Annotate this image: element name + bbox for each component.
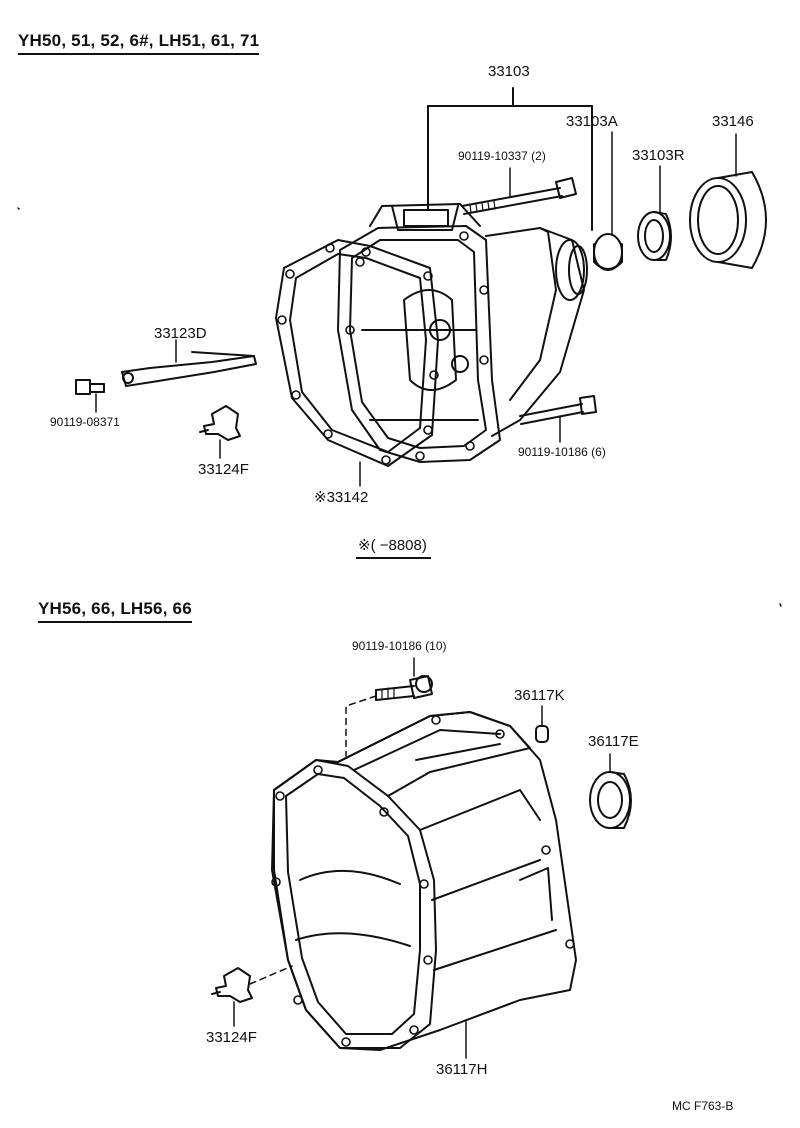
part-label-33124F-top: 33124F <box>198 461 249 478</box>
part-label-33142: ※33142 <box>314 489 369 506</box>
bolt-90119-10186-ten <box>375 675 433 701</box>
clip-33124F-bottom <box>211 967 253 1003</box>
part-label-33124F-bottom: 33124F <box>206 1029 257 1046</box>
part-label-33146: 33146 <box>712 113 754 130</box>
leader-lines-top <box>95 131 737 487</box>
part-label-36117H: 36117H <box>436 1061 488 1078</box>
applicability-note: ※( −8808) <box>356 538 431 559</box>
section-title-bottom: YH56, 66, LH56, 66 <box>38 600 192 623</box>
section-title-top: YH50, 51, 52, 6#, LH51, 61, 71 <box>18 32 260 55</box>
leader-lines-bottom <box>233 657 611 1059</box>
part-label-33103R: 33103R <box>632 147 685 164</box>
bolt-90119-10186-six <box>519 395 597 425</box>
part-label-33123D: 33123D <box>154 325 207 342</box>
footer-figure-code: MC F763-B <box>672 1099 734 1113</box>
extension-housing-assembly <box>275 203 588 467</box>
part-label-bolt-10186-six: 90119-10186 (6) <box>518 445 606 459</box>
part-label-36117K: 36117K <box>514 687 565 704</box>
part-label-bolt-10337: 90119-10337 (2) <box>458 149 546 163</box>
part-label-36117E: 36117E <box>588 733 639 750</box>
bolt-90119-08371 <box>75 379 105 395</box>
part-label-33103: 33103 <box>488 63 530 80</box>
dust-deflector-33146 <box>689 171 767 269</box>
clip-33124F-top <box>199 405 241 441</box>
part-label-bolt-08371: 90119-08371 <box>50 415 120 429</box>
scan-specks <box>17 207 782 607</box>
lever-33123D <box>121 351 257 387</box>
seal-36117E <box>589 771 632 829</box>
bracket-lines-33103 <box>427 87 593 231</box>
transmission-case-36117H <box>271 711 577 1051</box>
part-label-bolt-10186-ten: 90119-10186 (10) <box>352 639 447 653</box>
bolt-90119-10337 <box>461 177 577 215</box>
part-label-33103A: 33103A <box>566 113 618 130</box>
oil-seal-33103R <box>637 211 672 261</box>
bushing-33103A <box>593 233 623 271</box>
pin-36117K <box>535 725 549 743</box>
dashed-leaders-bottom <box>249 695 377 985</box>
gasket-outline <box>275 239 439 467</box>
